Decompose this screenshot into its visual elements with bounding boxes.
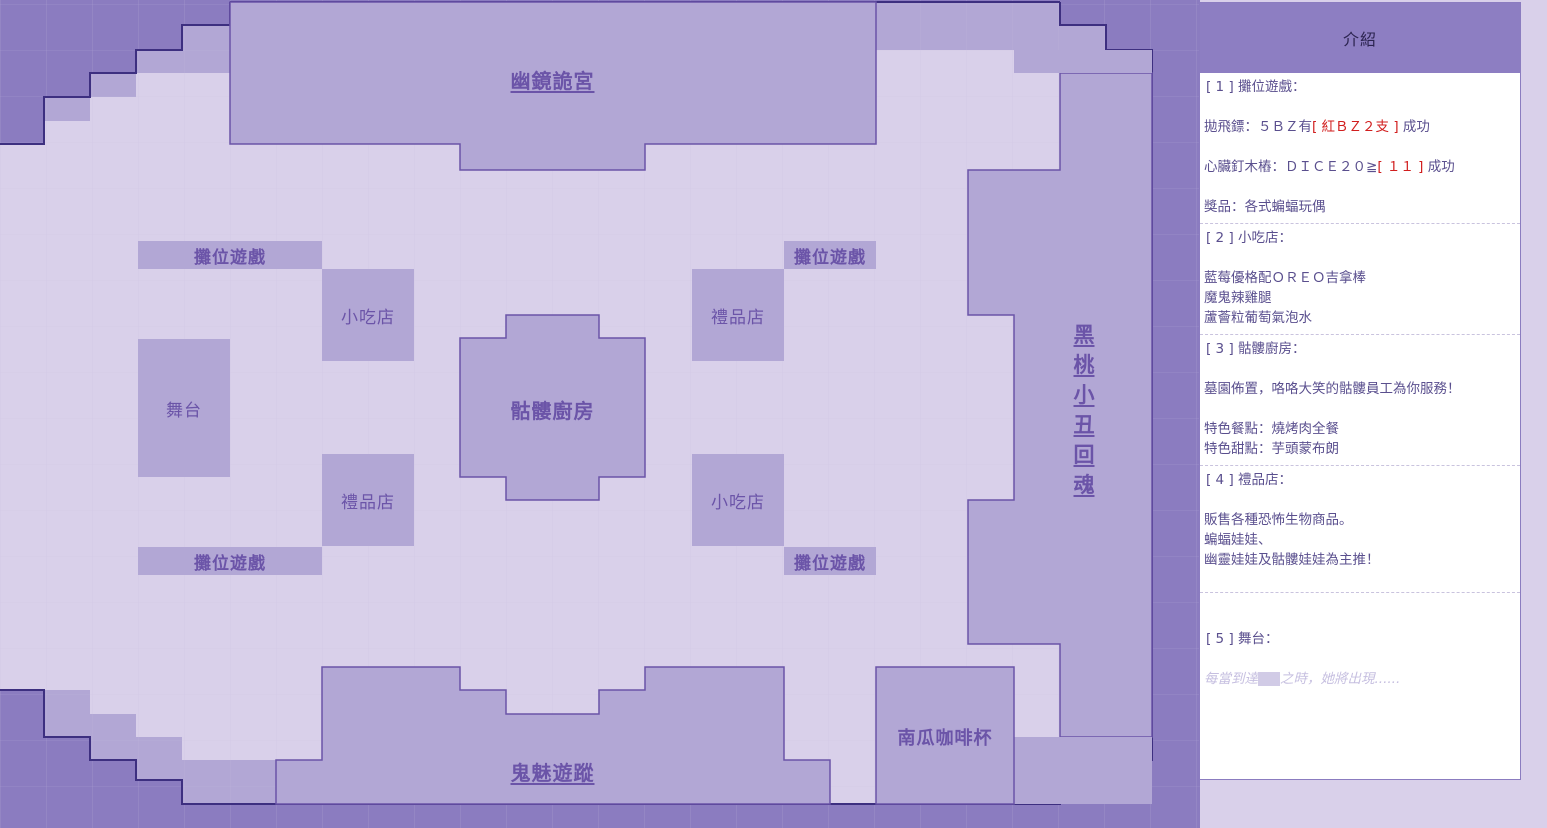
snack-item: 藍莓優格配ＯＲＥＯ吉拿棒 [1204, 270, 1366, 286]
clown-char-3: 小 [1073, 383, 1095, 407]
section-snack-shop: [ 2 ] 小吃店： 藍莓優格配ＯＲＥＯ吉拿棒 魔鬼辣雞腿 蘆薈粒葡萄氣泡水 [1200, 224, 1520, 335]
stage[interactable]: 舞台 [166, 400, 202, 421]
intro-panel: 介紹 [ 1 ] 攤位遊戲： 拋飛鏢：５ＢＺ有[ 紅ＢＺ２支 ] 成功 心臟釘木… [1199, 2, 1521, 780]
section-stage: [ 5 ] 舞台： 每當到達 之時，她將出現...... [1200, 593, 1520, 695]
skeleton-kitchen[interactable]: 骷髏廚房 [510, 398, 595, 423]
stake-red-text: [ １１ ] [1377, 159, 1424, 175]
section-4-heading: [ 4 ] 禮品店： [1206, 472, 1292, 488]
clown-char-6: 魂 [1073, 473, 1095, 497]
kitchen-desc: 墓園佈置，咯咯大笑的骷髏員工為你服務！ [1204, 381, 1461, 397]
clown-char-4: 丑 [1073, 413, 1095, 437]
snack-right-shape [692, 454, 784, 546]
gift-shop-right[interactable]: 禮品店 [711, 307, 765, 328]
snack-shop-right[interactable]: 小吃店 [711, 492, 765, 513]
stake-success-text: 成功 [1423, 159, 1455, 175]
gift-shop-left[interactable]: 禮品店 [341, 492, 395, 513]
pumpkin-cup-shape [875, 666, 1015, 805]
section-5-heading: [ 5 ] 舞台： [1206, 631, 1279, 647]
section-booth-games: [ 1 ] 攤位遊戲： 拋飛鏢：５ＢＺ有[ 紅ＢＺ２支 ] 成功 心臟釘木樁：Ｄ… [1200, 73, 1520, 224]
mirror-palace-shape [229, 1, 877, 171]
clown-char-2: 桃 [1073, 353, 1095, 377]
redacted-block [1258, 672, 1280, 686]
gift-item: 蝙蝠娃娃、 [1204, 532, 1272, 548]
kitchen-meal: 特色餐點：燒烤肉全餐 [1204, 421, 1339, 437]
park-map [0, 0, 1200, 828]
darts-success-text: 成功 [1398, 119, 1430, 135]
gift-right-shape [692, 269, 784, 361]
booth-top-right-shape [784, 241, 876, 269]
booth-game-bottom-left[interactable]: 攤位遊戲 [194, 553, 266, 574]
kitchen-dessert: 特色甜點：芋頭蒙布朗 [1204, 441, 1339, 457]
snack-shop-left[interactable]: 小吃店 [341, 307, 395, 328]
ghost-trail-shape [275, 666, 831, 805]
stake-line: 心臟釘木樁：ＤＩＣＥ２０≧[ １１ ] 成功 [1204, 157, 1520, 177]
booth-bottom-right-shape [784, 547, 876, 575]
stake-text: 心臟釘木樁：ＤＩＣＥ２０≧ [1204, 159, 1378, 175]
stage-shape [138, 339, 230, 477]
clown-char-5: 回 [1073, 443, 1095, 467]
stage-hint-a: 每當到達 [1204, 671, 1258, 687]
darts-red-text: [ 紅ＢＺ２支 ] [1312, 119, 1399, 135]
ghost-trail-link[interactable]: 鬼魅遊蹤 [510, 760, 595, 785]
section-1-heading: [ 1 ] 攤位遊戲： [1206, 79, 1306, 95]
prize-line: 獎品：各式蝙蝠玩偶 [1204, 199, 1326, 215]
booth-game-bottom-right[interactable]: 攤位遊戲 [794, 553, 866, 574]
skeleton-kitchen-shape [459, 314, 646, 501]
black-peach-clown-link[interactable]: 黑 桃 小 丑 回 魂 [1064, 320, 1104, 500]
section-2-heading: [ 2 ] 小吃店： [1206, 230, 1292, 246]
snack-left-shape [322, 269, 414, 361]
section-skeleton-kitchen: [ 3 ] 骷髏廚房： 墓園佈置，咯咯大笑的骷髏員工為你服務！ 特色餐點：燒烤肉… [1200, 335, 1520, 466]
snack-item: 魔鬼辣雞腿 [1204, 290, 1272, 306]
booth-bottom-left-shape [138, 547, 322, 575]
booth-game-top-right[interactable]: 攤位遊戲 [794, 247, 866, 268]
booth-game-top-left[interactable]: 攤位遊戲 [194, 247, 266, 268]
snack-item: 蘆薈粒葡萄氣泡水 [1204, 310, 1312, 326]
stage-hint-b: 之時，她將出現...... [1280, 671, 1401, 687]
section-gift-shop: [ 4 ] 禮品店： 販售各種恐怖生物商品。 蝙蝠娃娃、 幽靈娃娃及骷髏娃娃為主… [1200, 466, 1520, 593]
gift-desc: 販售各種恐怖生物商品。 [1204, 512, 1353, 528]
darts-line: 拋飛鏢：５ＢＺ有[ 紅ＢＺ２支 ] 成功 [1204, 117, 1520, 137]
darts-text: 拋飛鏢：５ＢＺ有 [1204, 119, 1312, 135]
section-3-heading: [ 3 ] 骷髏廚房： [1206, 341, 1306, 357]
panel-title: 介紹 [1200, 3, 1520, 73]
pumpkin-coffee-cup[interactable]: 南瓜咖啡杯 [897, 728, 993, 749]
mirror-palace-link[interactable]: 幽鏡詭宮 [510, 68, 595, 93]
gift-left-shape [322, 454, 414, 546]
stage-hint: 每當到達 之時，她將出現...... [1204, 669, 1520, 689]
booth-top-left-shape [138, 241, 322, 269]
gift-item: 幽靈娃娃及骷髏娃娃為主推！ [1204, 552, 1380, 568]
clown-char-1: 黑 [1073, 323, 1095, 347]
